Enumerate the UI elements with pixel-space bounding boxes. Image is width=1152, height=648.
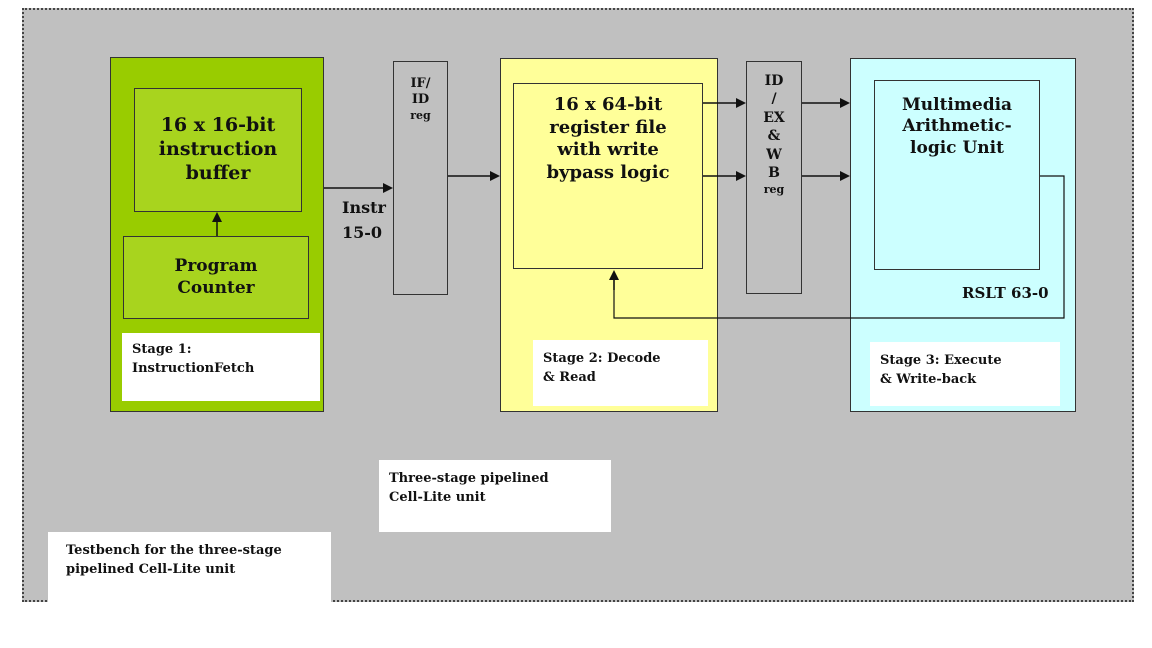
writeback-feedback-line (613, 175, 1065, 319)
instr-label: Instr 15-0 (342, 196, 406, 246)
stage2-caption: Stage 2: Decode & Read (533, 340, 708, 406)
id-ex-l5: W (766, 146, 782, 163)
stage3-caption-line2: & Write-back (880, 371, 977, 387)
id-ex-l3: EX (763, 109, 785, 126)
instr-l2: 15-0 (342, 222, 383, 242)
unit-caption-l2: Cell-Lite unit (389, 489, 486, 505)
id-ex-l7: reg (763, 182, 785, 196)
register-file: 16 x 64-bit register file with write byp… (513, 83, 703, 269)
if-id-l3: reg (410, 108, 431, 122)
id-ex-l6: B (768, 165, 780, 182)
stage3-caption-line1: Stage 3: Execute (880, 353, 1002, 368)
register-file-label: 16 x 64-bit register file with write byp… (546, 94, 670, 183)
rslt-label: RSLT 63-0 (962, 284, 1082, 303)
instruction-buffer: 16 x 16-bit instruction buffer (134, 88, 302, 212)
stage3-caption: Stage 3: Execute & Write-back (870, 342, 1060, 406)
if-id-l1: IF/ (410, 76, 431, 91)
id-ex-l4: & (767, 128, 781, 145)
if-id-register: IF/ ID reg (393, 61, 448, 295)
stage1-caption-line1: Stage 1: (132, 342, 192, 357)
stage2-caption-line1: Stage 2: Decode (543, 351, 661, 366)
alu-block: Multimedia Arithmetic-logic Unit (874, 80, 1040, 270)
testbench-caption-l1: Testbench for the three-stage (66, 543, 282, 558)
rslt-text: RSLT 63-0 (962, 284, 1049, 302)
if-id-l2: ID (411, 92, 430, 108)
id-ex-l1: ID (764, 73, 784, 89)
instruction-buffer-label: 16 x 16-bit instruction buffer (158, 114, 278, 184)
unit-caption-l1: Three-stage pipelined (389, 471, 549, 486)
stage2-caption-line2: & Read (543, 369, 596, 385)
stage1-caption-line2: InstructionFetch (132, 360, 255, 376)
testbench-caption: Testbench for the three-stage pipelined … (48, 532, 331, 602)
program-counter-label: Program Counter (174, 256, 258, 298)
id-ex-wb-register: ID / EX & W B reg (746, 61, 802, 294)
program-counter: Program Counter (123, 236, 309, 319)
stage1-caption: Stage 1: InstructionFetch (122, 333, 320, 401)
unit-caption: Three-stage pipelined Cell-Lite unit (379, 460, 611, 532)
id-ex-l2: / (771, 91, 777, 108)
instr-l1: Instr (342, 198, 386, 217)
testbench-caption-l2: pipelined Cell-Lite unit (66, 561, 236, 577)
alu-label: Multimedia Arithmetic-logic Unit (901, 95, 1013, 158)
